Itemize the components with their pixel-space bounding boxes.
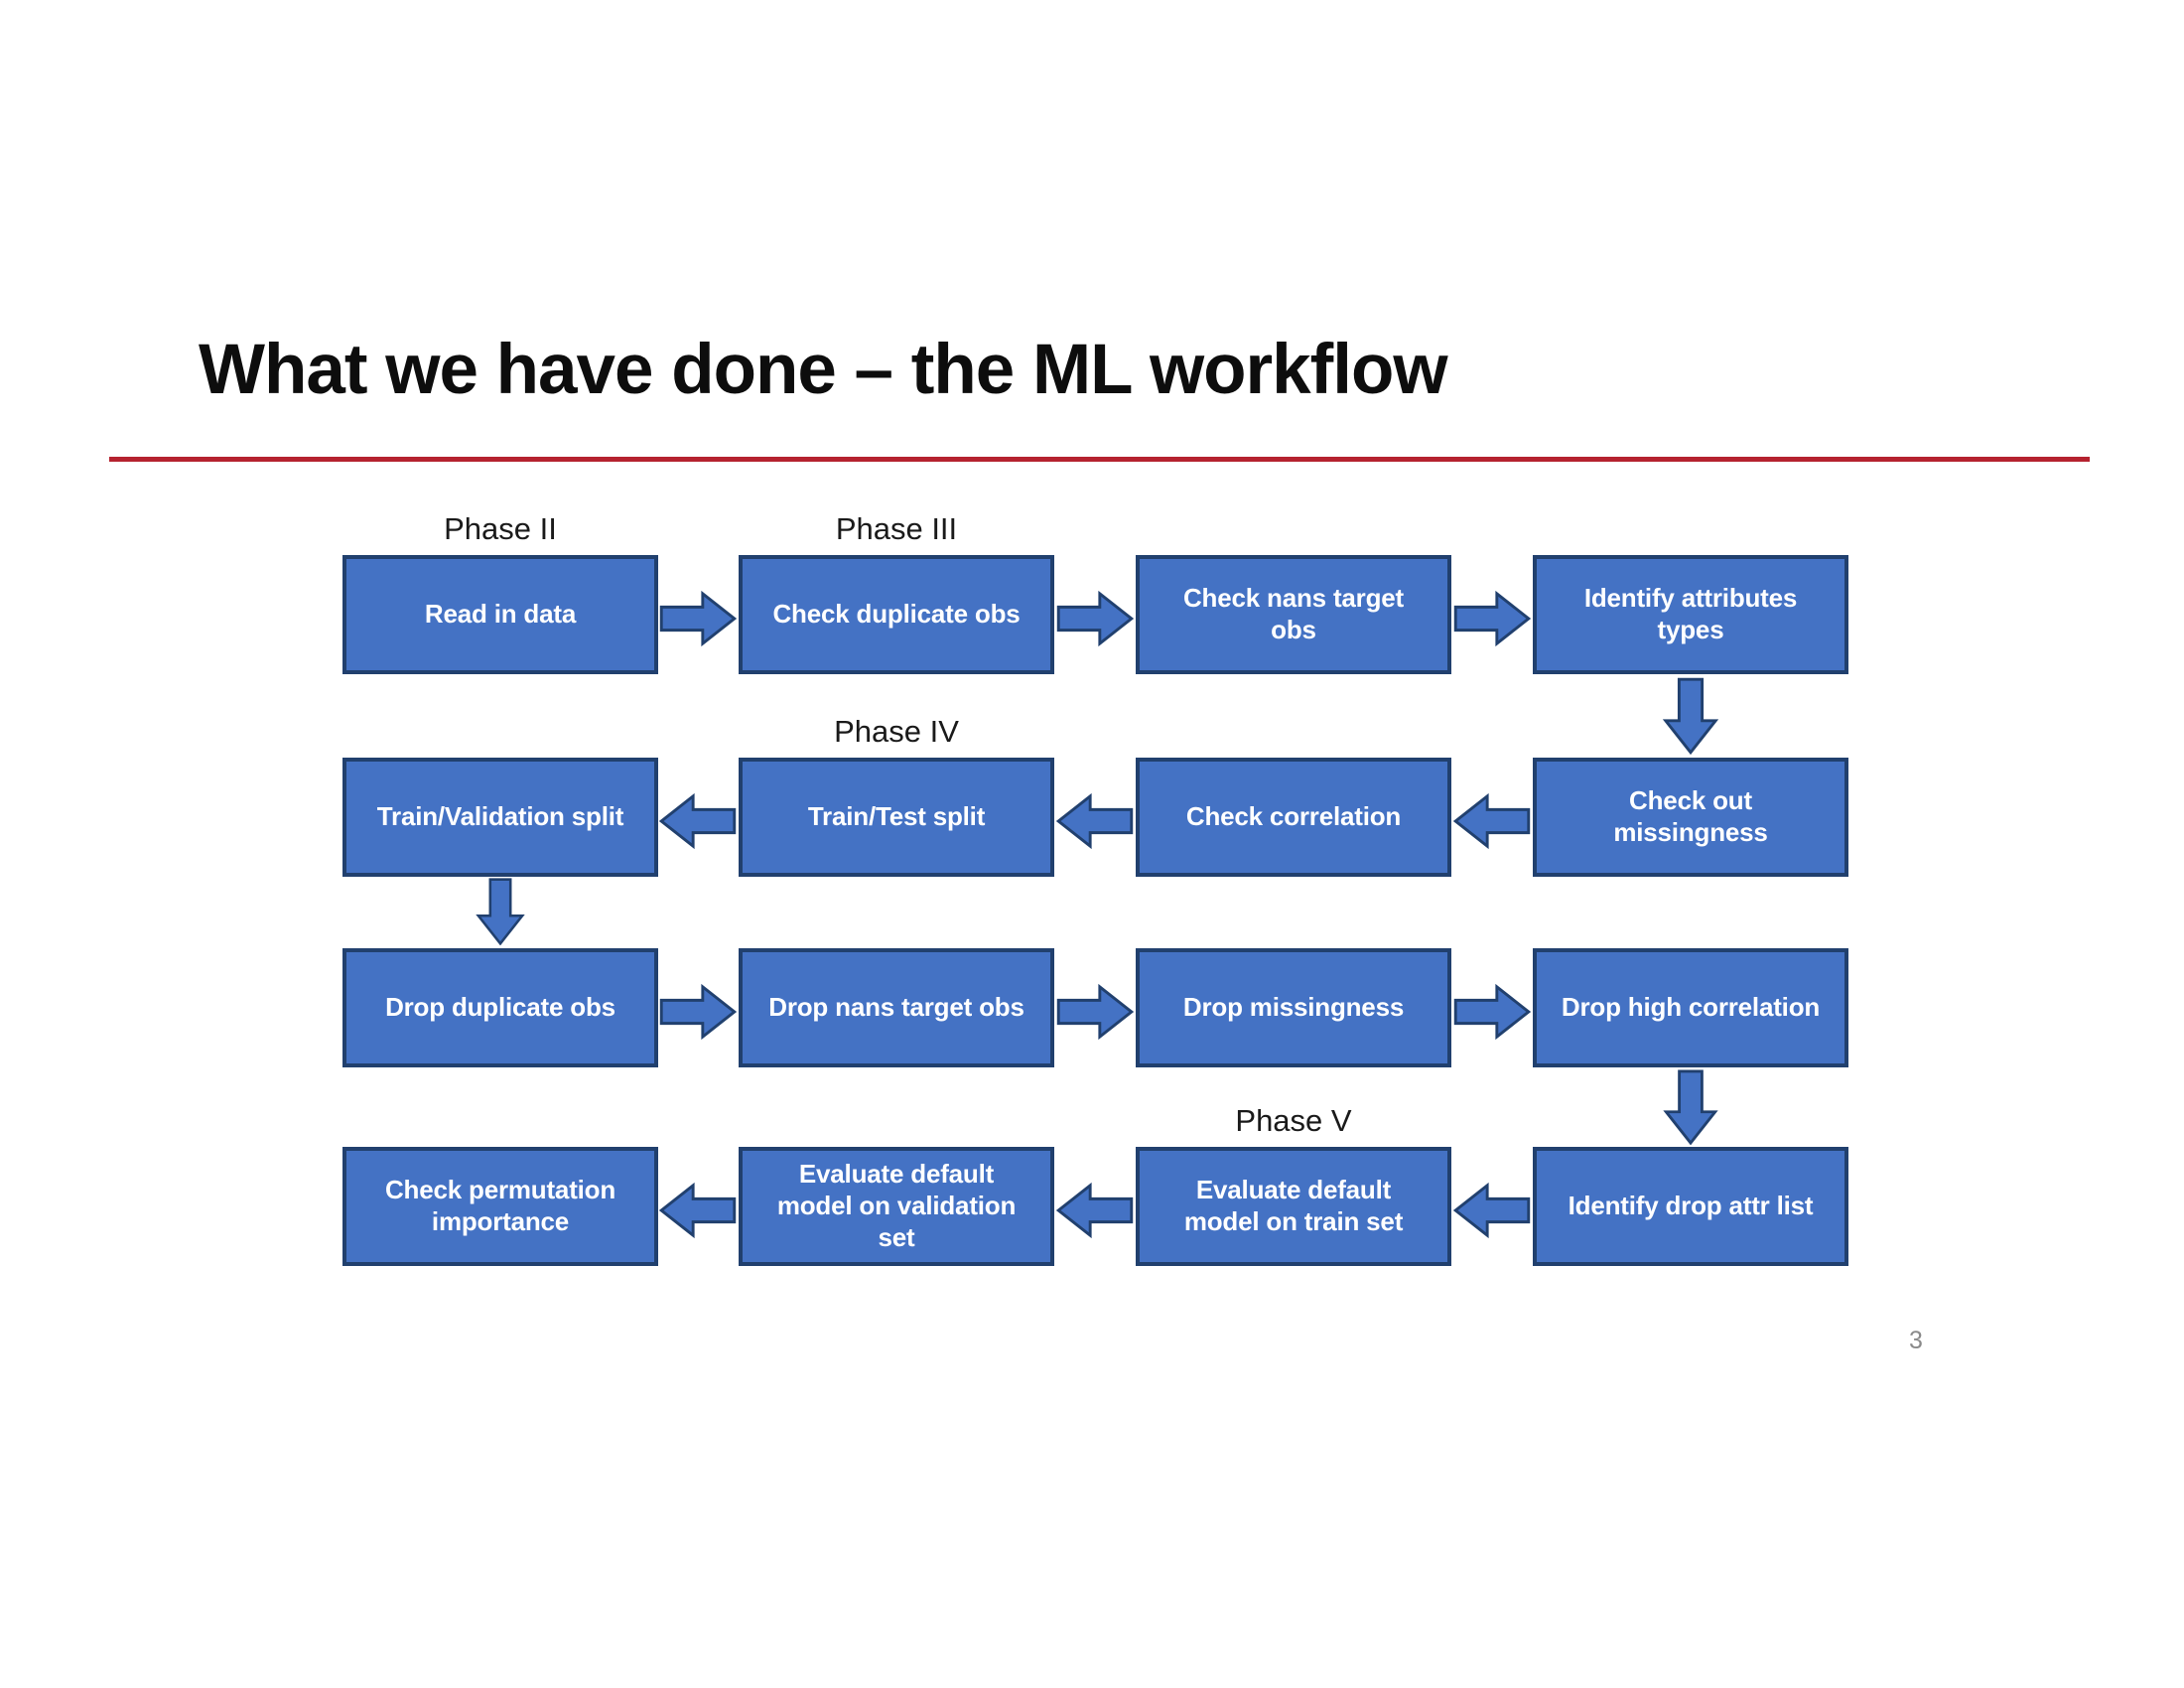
phase-label-phase-iv: Phase IV: [834, 714, 959, 749]
left-arrow-icon: [659, 791, 737, 851]
right-arrow-icon: [1056, 589, 1134, 648]
left-arrow-icon: [1056, 791, 1134, 851]
box-label: Read in data: [424, 599, 577, 630]
phase-label-phase-v: Phase V: [1235, 1103, 1352, 1138]
phase-label-phase-ii: Phase II: [444, 511, 557, 546]
left-arrow-icon: [1453, 1181, 1531, 1240]
down-arrow-icon: [471, 878, 530, 945]
box-label: Evaluate default model on validation set: [776, 1159, 1017, 1252]
right-arrow-icon: [1056, 982, 1134, 1042]
left-arrow-icon: [659, 1181, 737, 1240]
box-label: Evaluate default model on train set: [1183, 1175, 1404, 1236]
box-drop-nans-target-obs: Drop nans target obs: [739, 948, 1054, 1067]
down-arrow-icon: [1661, 1069, 1720, 1145]
box-label: Check correlation: [1185, 801, 1402, 832]
box-train-validation-split: Train/Validation split: [342, 758, 658, 877]
left-arrow-icon: [1056, 1181, 1134, 1240]
box-label: Identify attributes types: [1583, 583, 1798, 644]
phase-label-phase-iii: Phase III: [835, 511, 958, 546]
page-number: 3: [1909, 1327, 1923, 1354]
down-arrow-icon: [1661, 677, 1720, 755]
box-evaluate-default-model-on-validation-set: Evaluate default model on validation set: [739, 1147, 1054, 1266]
box-check-permutation-importance: Check permutation importance: [342, 1147, 658, 1266]
box-check-correlation: Check correlation: [1136, 758, 1451, 877]
box-train-test-split: Train/Test split: [739, 758, 1054, 877]
box-identify-drop-attr-list: Identify drop attr list: [1533, 1147, 1848, 1266]
box-label: Check duplicate obs: [772, 599, 1021, 630]
box-label: Check out missingness: [1613, 785, 1768, 847]
title-divider: [109, 457, 2090, 462]
box-check-nans-target-obs: Check nans target obs: [1136, 555, 1451, 674]
box-label: Train/Test split: [807, 801, 986, 832]
box-read-in-data: Read in data: [342, 555, 658, 674]
right-arrow-icon: [659, 589, 737, 648]
left-arrow-icon: [1453, 791, 1531, 851]
box-evaluate-default-model-on-train-set: Evaluate default model on train set: [1136, 1147, 1451, 1266]
box-drop-high-correlation: Drop high correlation: [1533, 948, 1848, 1067]
right-arrow-icon: [1453, 982, 1531, 1042]
box-label: Check nans target obs: [1182, 583, 1404, 644]
box-label: Check permutation importance: [384, 1175, 616, 1236]
box-label: Identify drop attr list: [1568, 1191, 1814, 1221]
box-label: Drop nans target obs: [768, 992, 1024, 1023]
box-label: Drop high correlation: [1561, 992, 1821, 1023]
box-drop-duplicate-obs: Drop duplicate obs: [342, 948, 658, 1067]
box-check-duplicate-obs: Check duplicate obs: [739, 555, 1054, 674]
box-identify-attributes-types: Identify attributes types: [1533, 555, 1848, 674]
box-label: Drop missingness: [1182, 992, 1405, 1023]
right-arrow-icon: [659, 982, 737, 1042]
page-title: What we have done – the ML workflow: [199, 331, 1448, 409]
box-label: Drop duplicate obs: [385, 992, 615, 1023]
box-drop-missingness: Drop missingness: [1136, 948, 1451, 1067]
right-arrow-icon: [1453, 589, 1531, 648]
box-label: Train/Validation split: [376, 801, 624, 832]
box-check-out-missingness: Check out missingness: [1533, 758, 1848, 877]
